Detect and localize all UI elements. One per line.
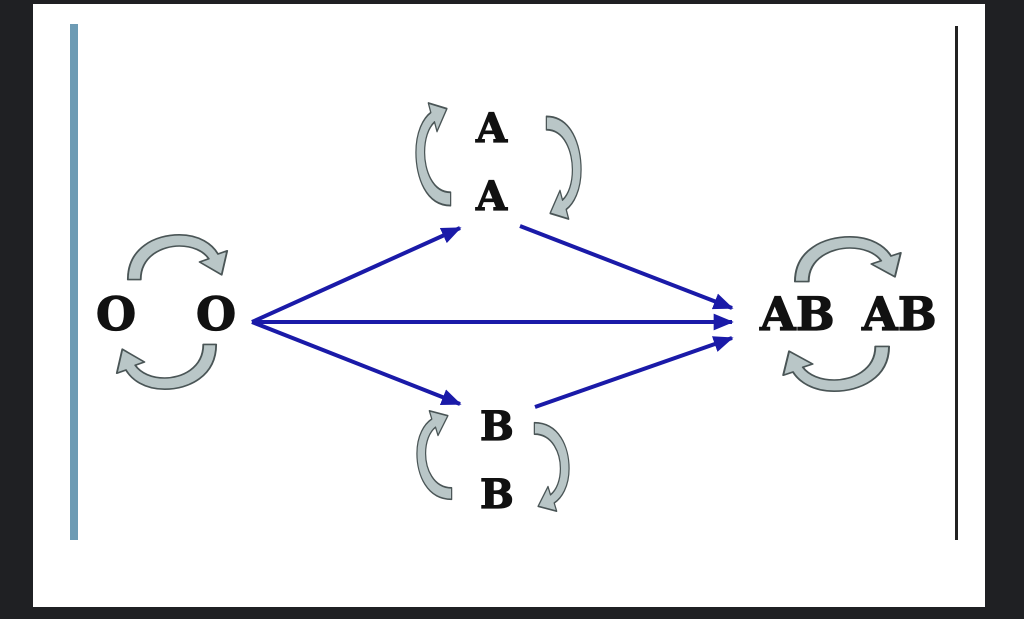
node-b-top: B: [480, 403, 514, 450]
node-a-bottom: A: [475, 173, 508, 220]
right-rule: [955, 26, 958, 540]
arrow-o-to-b: [251, 320, 462, 406]
arrow-a-to-ab: [519, 224, 734, 310]
node-b-bottom: B: [480, 471, 514, 518]
left-rule: [70, 24, 78, 540]
arrow-b-to-ab: [534, 336, 734, 409]
node-ab-right: AB: [861, 287, 937, 341]
node-o-left: O: [96, 287, 136, 341]
arrow-o-to-a: [251, 226, 462, 324]
node-ab-left: AB: [759, 287, 835, 341]
diagram-panel: [33, 4, 985, 607]
node-a-top: A: [475, 105, 508, 152]
node-o-right: O: [196, 287, 236, 341]
